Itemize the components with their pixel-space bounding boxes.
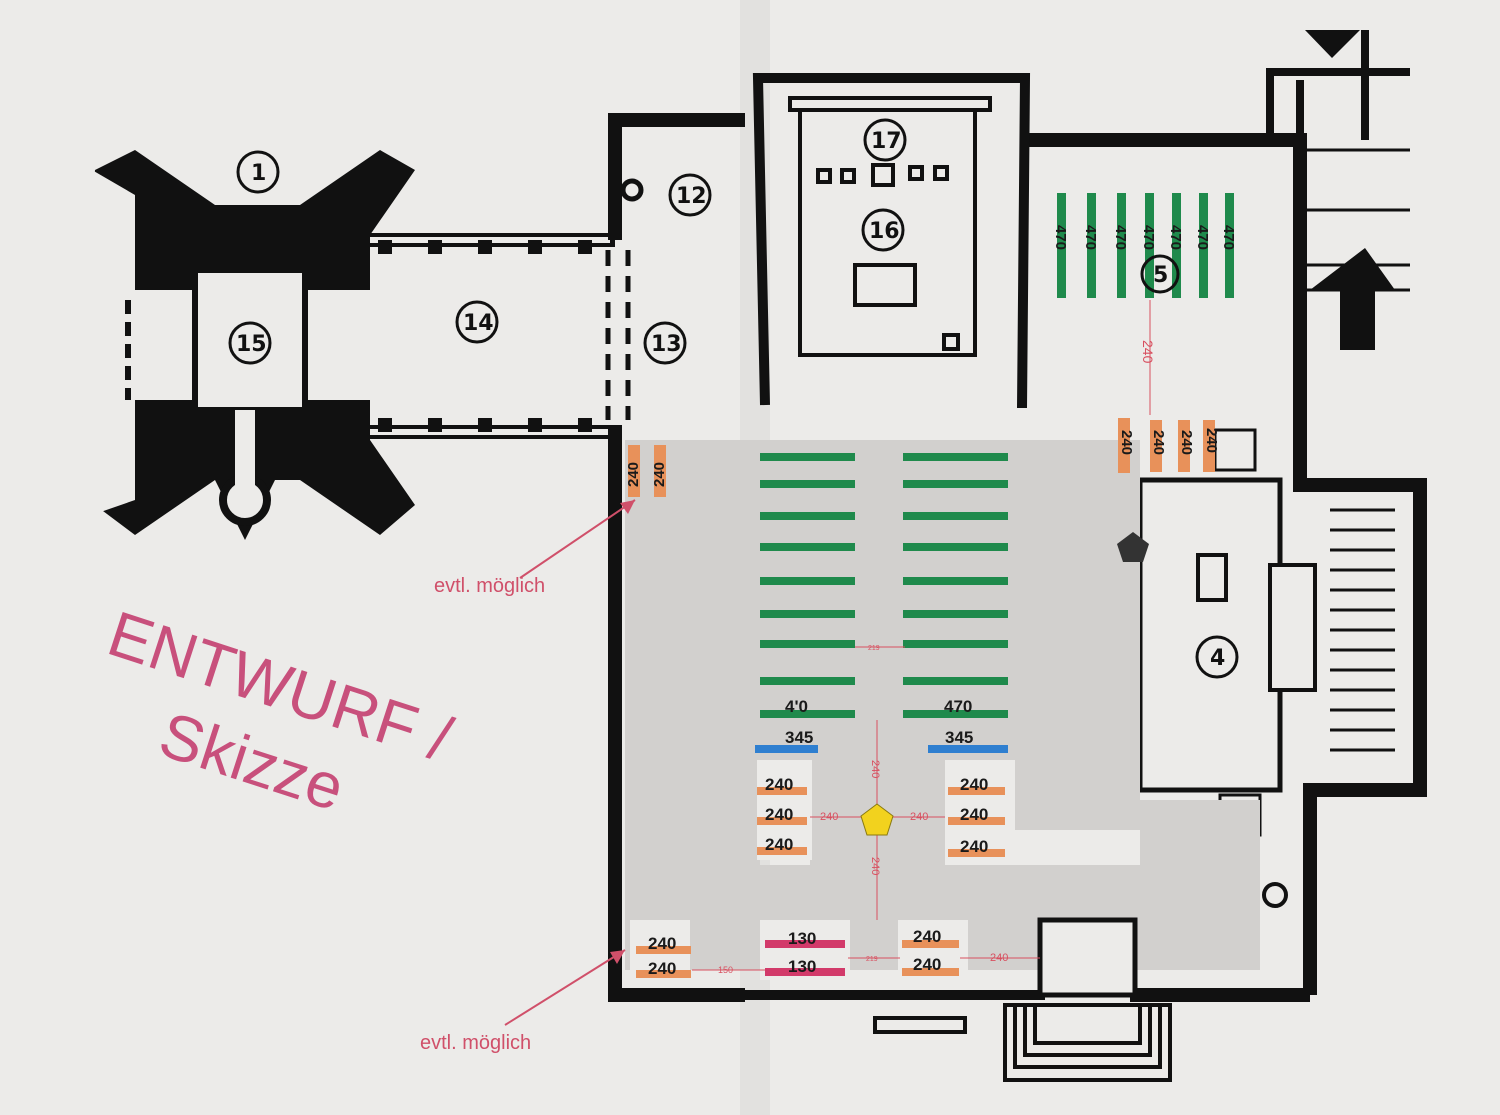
nave-right-last-label: 470 xyxy=(944,697,972,716)
nave-floor xyxy=(625,440,1260,970)
gallery-label-6: 470 xyxy=(1194,225,1211,250)
bottom-left-benches xyxy=(636,946,691,978)
gallery-label-7: 470 xyxy=(1220,225,1237,250)
corridor-pillars xyxy=(378,240,592,432)
gallery-label-4: 470 xyxy=(1140,225,1157,250)
threshold xyxy=(873,1016,967,1034)
corridor-14 xyxy=(365,233,631,439)
center-right-distance: 240 xyxy=(910,811,928,823)
gallery-label-5: 470 xyxy=(1167,225,1184,250)
front-right-label-2: 240 xyxy=(960,805,988,824)
gallery-orange-label-3: 240 xyxy=(1178,430,1195,455)
room-markers: 1 4 5 12 13 14 15 16 17 xyxy=(228,118,1239,679)
room-12-label: 12 xyxy=(676,184,707,209)
front-right-benches xyxy=(948,787,1005,857)
gallery-orange-label-1: 240 xyxy=(1118,430,1135,455)
gallery-label-3: 470 xyxy=(1112,225,1129,250)
room-15-label: 15 xyxy=(236,332,267,357)
bottom-mid-gap-distance: 219 xyxy=(866,956,878,963)
room-4-steps xyxy=(1330,508,1395,752)
gallery-label-2: 470 xyxy=(1082,225,1099,250)
room-4-label: 4 xyxy=(1210,646,1225,671)
center-top-distance: 240 xyxy=(869,760,881,778)
arrow-up-icon xyxy=(1310,248,1395,350)
room-4-table xyxy=(1268,563,1317,692)
gallery-orange-label-4: 240 xyxy=(1203,428,1220,453)
bottom-left-label-1: 240 xyxy=(648,934,676,953)
nave-green-benches-left xyxy=(760,453,855,718)
side-left-bench-1 xyxy=(628,445,640,497)
bottom-red-label-1: 130 xyxy=(788,929,816,948)
dark-pentagon-marker xyxy=(1117,532,1149,562)
north-entrance xyxy=(1266,30,1410,140)
note-top-arrow xyxy=(519,499,636,579)
side-left-label-2: 240 xyxy=(651,462,668,487)
west-wing-left-room xyxy=(75,170,135,515)
entrance-porch xyxy=(1003,1003,1172,1082)
front-right-label-3: 240 xyxy=(960,837,988,856)
note-bottom-arrow xyxy=(504,949,626,1026)
blue-left-label: 345 xyxy=(785,728,813,747)
room-4-lectern xyxy=(1196,553,1228,602)
nave-left-last-label: 4'0 xyxy=(785,697,808,716)
room-5-label: 5 xyxy=(1153,263,1168,288)
gallery-aisle-distance: 240 xyxy=(1140,340,1156,364)
gallery-orange-label-2: 240 xyxy=(1150,430,1167,455)
choir-small-squares xyxy=(816,163,960,351)
gallery-orange-benches xyxy=(1118,418,1215,473)
bottom-mid-label-2: 240 xyxy=(913,955,941,974)
note-bottom: evtl. möglich xyxy=(420,1032,531,1054)
nave-green-benches-right xyxy=(903,453,1008,718)
gallery-green-benches xyxy=(1057,193,1234,298)
north-gap-floor xyxy=(1213,428,1257,472)
front-right-label-1: 240 xyxy=(960,775,988,794)
blue-bench-right xyxy=(928,745,1008,753)
front-left-label-2: 240 xyxy=(765,805,793,824)
gallery-label-1: 470 xyxy=(1052,225,1069,250)
arrow-down-icon xyxy=(1305,30,1360,58)
yellow-pentagon-marker xyxy=(860,803,894,836)
bottom-red-label-2: 130 xyxy=(788,957,816,976)
bottom-red-benches xyxy=(765,940,845,976)
center-left-distance: 240 xyxy=(820,811,838,823)
column-12 xyxy=(620,178,644,202)
room-14-label: 14 xyxy=(463,311,494,336)
choir-rail xyxy=(788,96,992,112)
note-top-arrowhead xyxy=(620,500,635,514)
room-4-outline xyxy=(1137,477,1283,793)
bottom-left-label-2: 240 xyxy=(648,959,676,978)
blue-bench-left xyxy=(755,745,818,753)
bottom-mid-label-1: 240 xyxy=(913,927,941,946)
bench-zone-right xyxy=(945,760,1015,865)
gallery-green-labels: 470 470 470 470 470 470 470 xyxy=(1052,225,1237,250)
bench-zone-left xyxy=(757,760,812,860)
room-17-label: 17 xyxy=(871,129,902,154)
nave-aisle-distance: 219 xyxy=(868,645,880,652)
center-bottom-distance: 240 xyxy=(869,857,881,875)
room-1-label: 1 xyxy=(251,161,266,186)
note-bottom-arrowhead xyxy=(610,950,625,964)
west-apse-neck xyxy=(235,410,255,485)
side-left-label-1: 240 xyxy=(625,462,642,487)
front-left-benches xyxy=(757,787,807,855)
room-13-label: 13 xyxy=(651,332,682,357)
west-wall xyxy=(608,113,745,240)
entrance-gap xyxy=(1037,917,1138,998)
bottom-distance-lines xyxy=(692,957,1040,971)
bottom-left-gap-distance: 150 xyxy=(718,965,733,975)
bottom-right-gap-distance: 240 xyxy=(990,952,1008,964)
side-left-bench-2 xyxy=(654,445,666,497)
front-left-label-1: 240 xyxy=(765,775,793,794)
font-column xyxy=(1262,882,1288,908)
altar-block xyxy=(853,263,917,307)
choir-wall xyxy=(752,73,1031,409)
note-top: evtl. möglich xyxy=(434,575,545,597)
bottom-mid-benches xyxy=(902,940,959,976)
room-16-label: 16 xyxy=(869,219,900,244)
west-wall-lower xyxy=(608,425,745,1002)
blue-right-label: 345 xyxy=(945,728,973,747)
front-left-label-3: 240 xyxy=(765,835,793,854)
